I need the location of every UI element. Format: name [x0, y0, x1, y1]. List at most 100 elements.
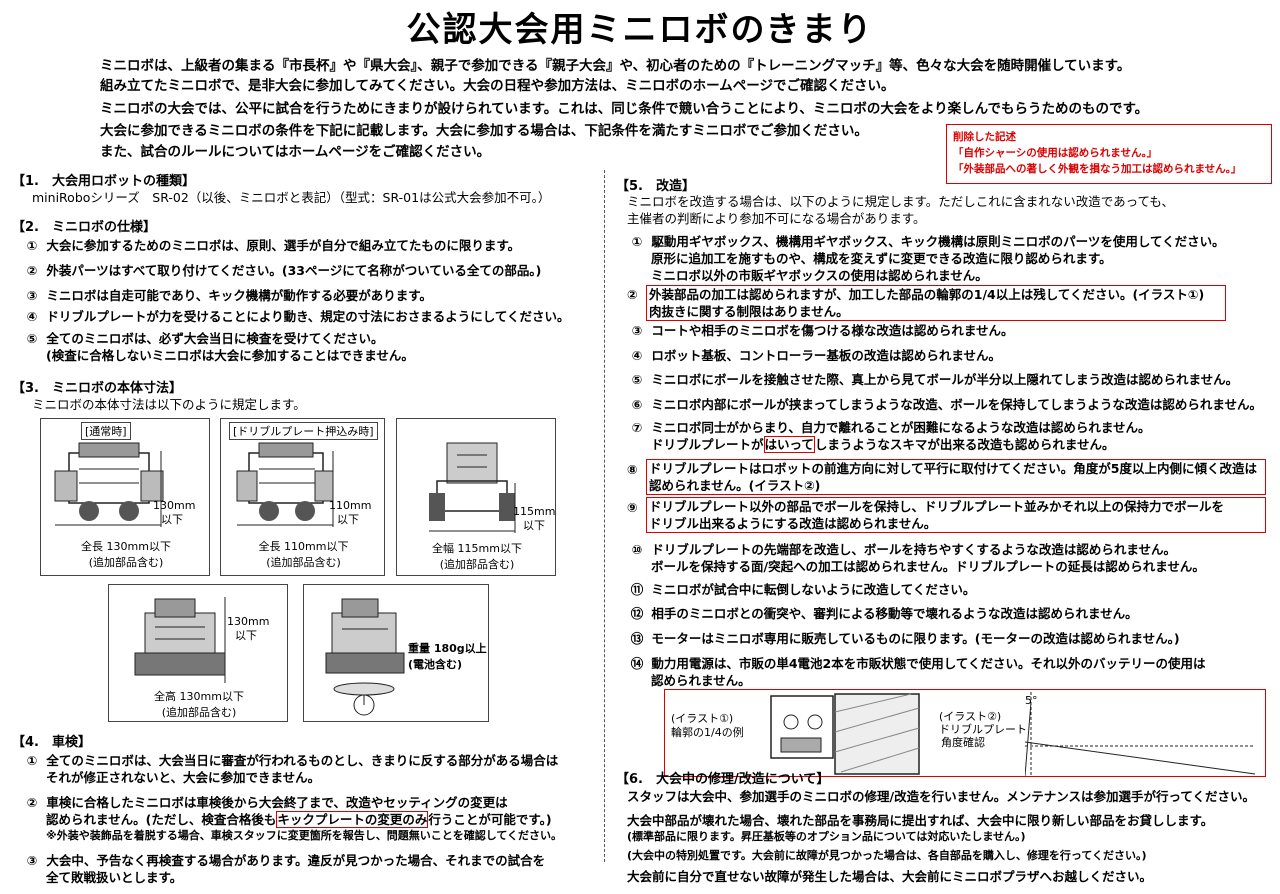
intro-line-2: 組み立てたミニロボで、是非大会に参加してみてください。大会の日程や参加方法は、ミ… [100, 78, 895, 94]
figure-caption: 全長 110mm以下 [258, 540, 349, 553]
item-text: 原形に追加工を施すものや、構成を変えずに変更できる改造に限り認められます。 [651, 251, 1112, 266]
item-text: ドリブル出来るようにする改造は認められません。 [649, 516, 937, 531]
figure-caption-sub: (追加部品含む) [439, 558, 515, 571]
removed-heading: 削除した記述 [953, 131, 1016, 143]
page-title: 公認大会用ミニロボのきまり [406, 10, 874, 50]
mod-item-7: ⑦ ミニロボ同士がからまり、自力で離れることが困難になるような改造は認められませ… [627, 419, 1151, 436]
repair-line-2: 大会中部品が壊れた場合、壊れた部品を事務局に提出すれば、大会中に限り新しい部品を… [627, 813, 1214, 828]
figure-caption-sub: (追加部品含む) [266, 556, 341, 569]
item-text: ドリブルプレート以外の部品でボールを保持し、ドリブルプレート並みかそれ以上の保持… [649, 499, 1225, 514]
dimension-label: 110mm [329, 499, 372, 512]
column-divider [604, 170, 605, 862]
inspection-item-3: ③ 大会中、予告なく再検査する場合があります。違反が見つかった場合、それまでの試… [22, 852, 545, 869]
removed-line-2: 「外装部品への著しく外観を損なう加工は認められません。」 [953, 163, 1242, 175]
item-text: 認められません。(イラスト②) [649, 478, 821, 493]
item-number: ③ [631, 323, 643, 338]
item-text: 大会中、予告なく再検査する場合があります。違反が見つかった場合、それまでの試合を [46, 853, 546, 868]
item-text: ドリブルプレートはロボットの前進方向に対して平行に取付けてください。角度が5度以… [649, 461, 1257, 476]
robot-side-illustration [54, 442, 164, 527]
spec-item-5: ⑤ 全てのミニロボは、必ず大会当日に検査を受けてください。 [22, 330, 384, 347]
item-text: ミニロボ以外の市販ギヤボックスの使用は認められません。 [651, 268, 988, 283]
spec-item-4: ④ ドリブルプレートが力を受けることにより動き、規定の寸法におさまるようにしてく… [22, 308, 570, 325]
text-part: 認められません。(ただし、検査合格後も [46, 812, 277, 827]
section-2-heading: 【2. ミニロボの仕様】 [12, 220, 156, 235]
figure-caption-sub: (追加部品含む) [161, 706, 237, 719]
illustration-1-sublabel: 輪郭の1/4の例 [671, 726, 744, 739]
mod-item-5: ⑤ ミニロボにボールを接触させた際、真上から見てボールが半分以上隠れてしまう改造… [627, 371, 1238, 388]
repair-line-5: 大会前に自分で直せない故障が発生した場合は、大会前にミニロボプラザへお越しくださ… [627, 869, 1153, 884]
item-number: ④ [26, 309, 38, 324]
item-number: ⑫ [630, 606, 644, 621]
item-number: ③ [26, 853, 38, 868]
section-3-text: ミニロボの本体寸法は以下のように規定します。 [32, 397, 306, 412]
robot-front-illustration [429, 442, 516, 533]
text-part: しまうようなスキマが出来る改造も認められません。 [814, 437, 1115, 452]
inspection-item-3-cont: 全て敗戦扱いとします。 [46, 870, 183, 885]
figure-caption: 全長 130mm以下 [81, 540, 171, 553]
illustration-2-note: 角度確認 [941, 736, 985, 749]
section-5-heading: 【5. 改造】 [616, 179, 695, 194]
section-3-heading: 【3. ミニロボの本体寸法】 [12, 381, 182, 396]
dimension-label: 115mm [513, 505, 556, 518]
mod-item-6: ⑥ ミニロボ内部にボールが挟まってしまうような改造、ボールを保持してしまうような… [627, 396, 1262, 413]
mod-item-9-box: ドリブルプレート以外の部品でボールを保持し、ドリブルプレート並みかそれ以上の保持… [646, 497, 1266, 533]
figure-tag: [通常時] [81, 422, 131, 440]
dimension-label: 130mm [227, 615, 270, 628]
mod-item-1: ① 駆動用ギヤボックス、機構用ギヤボックス、キック機構は原則ミニロボのパーツを使… [627, 233, 1225, 284]
section-1-text: miniRoboシリーズ SR-02（以後、ミニロボと表記）（型式：SR-01は… [32, 190, 551, 205]
dimension-label-sub: 以下 [235, 629, 257, 642]
mod-item-7-cont: ドリブルプレートがはいってしまうようなスキマが出来る改造も認められません。 [651, 436, 1115, 453]
figure-height: 130mm 以下 全高 130mm以下 (追加部品含む) [108, 584, 288, 722]
mod-item-12: ⑫ 相手のミニロボとの衝突や、審判による移動等で壊れるような改造は認められません… [627, 605, 1138, 622]
dimension-label-sub: 以下 [337, 513, 359, 526]
robot-angled-illustration [134, 597, 226, 683]
section-5-lead-2: 主催者の判断により参加不可になる場合があります。 [627, 211, 926, 226]
intro-line-1: ミニロボは、上級者の集まる『市長杯』や『県大会』、親子で参加できる『親子大会』や… [100, 58, 1131, 74]
item-number: ⑭ [630, 656, 644, 671]
dimension-label-sub: 以下 [523, 519, 545, 532]
mod-item-10: ⑩ ドリブルプレートの先端部を改造し、ボールを持ちやすくするような改造は認められ… [627, 541, 1205, 575]
item-number: ① [631, 234, 643, 249]
item-text: ミニロボが試合中に転倒しないように改造してください。 [651, 582, 976, 597]
item-number: ⑩ [631, 542, 643, 557]
item-number: ② [26, 795, 38, 810]
item-number: ⑬ [630, 631, 644, 646]
mod-item-4: ④ ロボット基板、コントローラー基板の改造は認められません。 [627, 347, 1001, 364]
item-number: ⑤ [631, 372, 643, 387]
contour-illustration [770, 693, 920, 775]
removed-statements-box: 削除した記述 「自作シャーシの使用は認められません。」 「外装部品への著しく外観… [946, 124, 1272, 184]
intro-line-5: また、試合のルールについてはホームページをご確認ください。 [100, 144, 491, 160]
item-number: ⑤ [26, 331, 38, 346]
text-part: 行うことが可能です。) [428, 812, 552, 827]
highlighted-text: キックプレートの変更のみ [276, 811, 429, 828]
illustration-2-label: (イラスト②) [939, 710, 1002, 723]
figure-caption: 全高 130mm以下 [154, 690, 244, 703]
item-text: ドリブルプレートが力を受けることにより動き、規定の寸法におさまるようにしてくださ… [46, 309, 570, 324]
item-text: 駆動用ギヤボックス、機構用ギヤボックス、キック機構は原則ミニロボのパーツを使用し… [651, 234, 1225, 249]
item-number: ⑪ [630, 582, 644, 597]
item-text: 相手のミニロボとの衝突や、審判による移動等で壊れるような改造は認められません。 [651, 606, 1138, 621]
item-text: ミニロボは自走可能であり、キック機構が動作する必要があります。 [46, 288, 432, 303]
angle-label: 5° [1025, 694, 1038, 707]
item-text: 動力用電源は、市販の単4電池2本を市販状態で使用してください。それ以外のバッテリ… [651, 656, 1206, 671]
figure-normal-length: [通常時] 130mm 以下 全長 130mm以下 (追加部品含む) [40, 418, 210, 576]
figure-weight: 重量 180g以上 (電池含む) [303, 584, 489, 722]
angle-illustration [1025, 692, 1256, 776]
highlighted-text: はいって [763, 436, 815, 453]
figure-tag: [ドリブルプレート押込み時] [229, 422, 378, 440]
item-number: ⑦ [631, 420, 643, 435]
figure-pushed-length: [ドリブルプレート押込み時] 110mm 以下 全長 110mm以下 (追加部品… [220, 418, 385, 576]
mod-item-13: ⑬ モーターはミニロボ専用に販売しているものに限ります。(モーターの改造は認めら… [627, 630, 1180, 647]
section-4-heading: 【4. 車検】 [12, 735, 91, 750]
item-text: 外装部品の加工は認められますが、加工した部品の輪郭の1/4以上は残してください。… [649, 287, 1205, 302]
mod-item-2-number: ② [627, 287, 638, 302]
intro-line-4: 大会に参加できるミニロボの条件を下記に記載します。大会に参加する場合は、下記条件… [100, 123, 868, 139]
inspection-item-1-cont: それが修正されないと、大会に参加できません。 [46, 770, 321, 785]
figure-caption-sub: (追加部品含む) [88, 556, 164, 569]
mod-item-14: ⑭ 動力用電源は、市販の単4電池2本を市販状態で使用してください。それ以外のバッ… [627, 655, 1206, 689]
item-number: ⑥ [631, 397, 643, 412]
inspection-item-1: ① 全てのミニロボは、大会当日に審査が行われるものとし、きまりに反する部分がある… [22, 752, 559, 769]
repair-line-1: スタッフは大会中、参加選手のミニロボの修理/改造を行いません。メンテナンスは参加… [627, 789, 1255, 804]
repair-line-3: (標準部品に限ります。昇圧基板等のオプション品については対応いたしません。) [627, 830, 1026, 843]
item-number: ② [26, 263, 38, 278]
